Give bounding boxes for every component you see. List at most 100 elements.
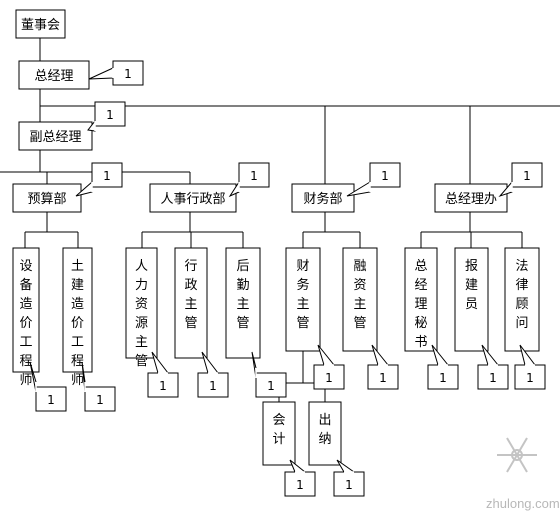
node-label-char: 秘	[414, 316, 427, 331]
watermark: zhulong.com	[486, 437, 560, 511]
callout-text: 1	[325, 371, 333, 385]
node-label-char: 主	[296, 297, 309, 312]
node-label-char: 师	[19, 373, 32, 388]
node-label-char: 价	[71, 316, 84, 331]
org-nodes: 董事会总经理副总经理预算部人事行政部财务部总经理办设备造价工程师土建造价工程师人…	[12, 9, 540, 466]
callout-box	[427, 364, 459, 390]
node-box	[291, 183, 355, 213]
node-box	[62, 247, 93, 373]
node-label-char: 法	[515, 259, 528, 274]
node-label: 财务部	[303, 191, 342, 207]
node-label-char: 价	[19, 316, 32, 331]
node-label-char: 报	[465, 259, 478, 274]
node-gm: 总经理	[18, 60, 90, 90]
node-dgm: 副总经理	[18, 121, 93, 151]
callout-box	[84, 386, 116, 412]
callout-text: 1	[379, 371, 387, 385]
callout-box	[91, 162, 123, 188]
node-cashier: 出纳	[308, 401, 342, 466]
node-label-char: 顾	[515, 297, 528, 312]
node-label-char: 后	[236, 259, 249, 274]
node-label-char: 管	[135, 354, 148, 369]
node-box	[504, 247, 540, 352]
callout-pointer	[431, 344, 450, 366]
callout-logistics-mgr: 1	[251, 351, 287, 398]
callout-text: 1	[159, 379, 167, 393]
node-label-char: 造	[19, 297, 32, 312]
node-label-char: 备	[19, 277, 32, 293]
callout-text: 1	[381, 169, 389, 183]
callout-box	[112, 60, 144, 86]
node-label-char: 资	[353, 278, 366, 293]
callout-text: 1	[345, 478, 353, 492]
node-budget: 预算部	[12, 183, 82, 213]
callout-gmo: 1	[498, 162, 543, 198]
callout-cashier: 1	[333, 459, 365, 497]
node-box	[174, 247, 208, 359]
node-label-char: 政	[184, 278, 197, 293]
node-label-char: 人	[135, 259, 148, 274]
node-box	[454, 247, 489, 352]
node-permit-clerk: 报建员	[454, 247, 489, 352]
node-label-char: 主	[236, 297, 249, 312]
callout-equip-eng: 1	[29, 361, 67, 412]
callout-hr: 1	[228, 162, 270, 198]
callout-text: 1	[439, 371, 447, 385]
node-finance: 财务部	[291, 183, 355, 213]
node-label: 董事会	[21, 18, 60, 33]
node-board: 董事会	[15, 9, 66, 39]
node-label-char: 造	[71, 297, 84, 312]
node-label-char: 源	[135, 316, 148, 331]
node-label-char: 师	[71, 373, 84, 388]
snowflake-logo-icon	[497, 437, 537, 473]
callout-dgm: 1	[87, 101, 126, 132]
callout-box	[197, 372, 229, 398]
node-label-char: 管	[236, 316, 249, 331]
node-box	[15, 9, 66, 39]
node-box	[12, 183, 82, 213]
node-box	[285, 247, 321, 352]
callout-pointer	[201, 351, 220, 374]
node-label-char: 员	[465, 297, 478, 312]
node-label-char: 力	[135, 278, 148, 293]
node-label-char: 总	[414, 259, 427, 274]
callout-box	[477, 364, 509, 390]
node-label-char: 律	[515, 278, 528, 293]
callout-fin-mgr: 1	[313, 344, 345, 390]
node-label-char: 务	[296, 277, 309, 293]
callout-text: 1	[267, 379, 275, 393]
callout-budget: 1	[75, 162, 123, 197]
node-gmo: 总经理办	[434, 183, 508, 213]
callout-box	[369, 162, 401, 188]
node-label-char: 工	[19, 335, 32, 350]
callout-text: 1	[523, 169, 531, 183]
node-label-char: 主	[135, 335, 148, 350]
node-label-char: 工	[71, 335, 84, 350]
callout-pointer	[88, 67, 114, 80]
node-label-char: 建	[465, 278, 478, 293]
callout-pointer	[336, 459, 356, 473]
node-label-char: 主	[353, 297, 366, 312]
callout-box	[35, 386, 67, 412]
callout-text: 1	[489, 371, 497, 385]
node-box	[18, 121, 93, 151]
node-label-char: 纳	[318, 432, 331, 447]
node-label-char: 建	[71, 278, 84, 293]
node-hr: 人事行政部	[149, 183, 237, 213]
callout-text: 1	[296, 478, 304, 492]
callout-box	[313, 364, 345, 390]
node-box	[12, 247, 40, 373]
callout-box	[94, 101, 126, 127]
node-label-char: 出	[318, 413, 331, 428]
node-label-char: 程	[71, 354, 84, 369]
node-box	[342, 247, 378, 352]
node-label-char: 程	[19, 354, 32, 369]
callout-pointer	[289, 459, 307, 473]
callout-funding-mgr: 1	[367, 344, 399, 390]
